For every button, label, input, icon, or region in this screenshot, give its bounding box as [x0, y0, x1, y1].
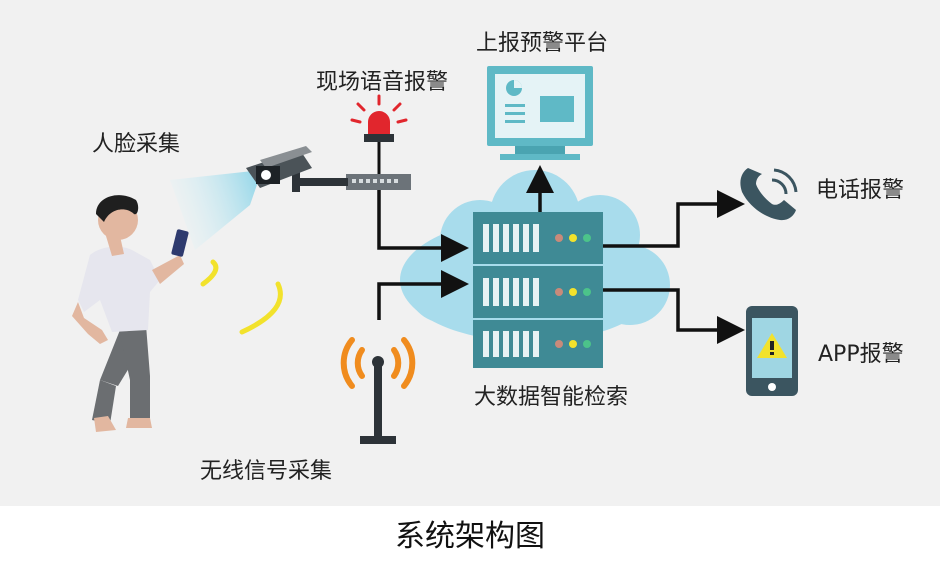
arrow-switch-to-server — [377, 190, 469, 262]
label-phone-alarm: 电话报警 — [816, 178, 905, 203]
label-wireless: 无线信号采集 — [200, 459, 333, 484]
phone-handset-icon — [740, 168, 798, 221]
server-unit — [473, 266, 603, 318]
signal-arcs — [200, 259, 283, 335]
server-unit — [473, 212, 603, 264]
person-icon — [72, 195, 189, 432]
label-app-alarm: APP报警 — [818, 342, 904, 367]
label-onsite-alarm: 现场语音报警 — [316, 70, 449, 95]
label-platform: 上报预警平台 — [476, 31, 609, 56]
server-icon — [473, 212, 603, 368]
siren-icon — [350, 94, 408, 142]
network-switch-icon — [346, 174, 411, 190]
monitor-icon — [487, 66, 593, 160]
label-big-data: 大数据智能检索 — [474, 385, 629, 410]
camera-beam — [170, 170, 262, 250]
camera-icon — [246, 146, 348, 192]
diagram-caption: 系统架构图 — [395, 519, 545, 554]
diagram-canvas — [72, 66, 798, 444]
arrow-server-to-app — [603, 288, 745, 344]
label-face-capture: 人脸采集 — [92, 132, 181, 157]
antenna-icon — [340, 337, 416, 444]
arrow-antenna-to-server — [377, 270, 469, 320]
smartphone-warning-icon — [746, 306, 798, 396]
arrow-server-to-phone — [603, 190, 745, 248]
server-unit — [473, 320, 603, 368]
